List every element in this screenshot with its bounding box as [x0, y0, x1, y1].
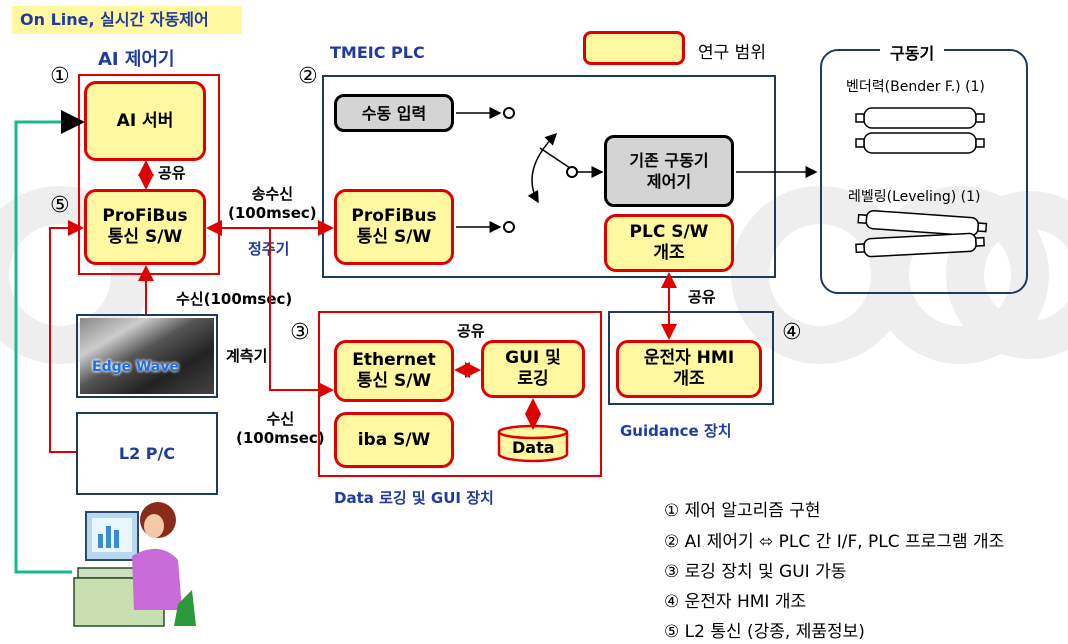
iba-sw-box: iba S/W [334, 412, 454, 468]
ethernet-sw-box: Ethernet 통신 S/W [334, 340, 454, 402]
guidance-number: ④ [782, 320, 802, 345]
ai-controller-number: ① [50, 64, 70, 89]
header-tag: On Line, 실시간 자동제어 [12, 6, 242, 34]
ai-share-label: 공유 [158, 164, 186, 182]
hmi-share-label: 공유 [688, 288, 716, 306]
bender-label: 벤더력(Bender F.) (1) [846, 79, 985, 95]
guidance-caption: Guidance 장치 [620, 422, 732, 440]
edge-wave-image [80, 318, 214, 394]
plc-profibus-box: ProFiBus 통신 S/W [334, 189, 454, 265]
legend-swatch [583, 31, 685, 65]
periodic-label: 정주기 [248, 240, 290, 258]
send-receive-label: 송수신 (100msec) [228, 185, 317, 222]
legend-label: 연구 범위 [698, 43, 766, 63]
plc-number: ② [298, 64, 318, 89]
receive-label-2: 수신 (100msec) [236, 410, 325, 447]
note-3: ③ 로깅 장치 및 GUI 가동 [664, 562, 847, 582]
drive-title: 구동기 [880, 40, 945, 64]
manual-input-box: 수동 입력 [334, 94, 454, 132]
operator-illustration [73, 502, 196, 627]
plc-sw-box: PLC S/W 개조 [604, 214, 734, 272]
gui-logging-box: GUI 및 로깅 [481, 340, 585, 398]
logging-caption: Data 로깅 및 GUI 장치 [334, 489, 494, 507]
ai-controller-title: AI 제어기 [98, 49, 175, 70]
note-2: ② AI 제어기 ⬄ PLC 간 I/F, PLC 프로그램 개조 [664, 532, 1005, 552]
plc-frame [322, 75, 776, 278]
edge-wave-frame [76, 314, 218, 398]
note-4: ④ 운전자 HMI 개조 [664, 592, 807, 612]
ai-server-box: AI 서버 [84, 81, 206, 161]
note-1: ① 제어 알고리즘 구현 [664, 501, 821, 521]
note-5: ⑤ L2 통신 (강종, 제품정보) [664, 622, 865, 642]
l2-comm-number: ⑤ [50, 193, 70, 218]
ai-profibus-box: ProFiBus 통신 S/W [84, 189, 206, 265]
receive-label-1: 수신(100msec) [176, 290, 293, 308]
existing-driver-controller-box: 기존 구동기 제어기 [604, 135, 734, 207]
leveling-label: 레벨링(Leveling) (1) [848, 189, 981, 205]
logging-number: ③ [290, 320, 310, 345]
sensor-label: 계측기 [226, 347, 268, 365]
operator-hmi-box: 운전자 HMI 개조 [616, 340, 762, 398]
plc-title: TMEIC PLC [330, 43, 425, 62]
data-label: Data [512, 438, 555, 457]
logging-share-label: 공유 [457, 322, 485, 340]
l2-pc-box: L2 P/C [76, 412, 218, 495]
guidance-frame [608, 311, 774, 405]
edge-wave-label: Edge Wave [92, 359, 179, 375]
drive-rollers [855, 107, 988, 258]
